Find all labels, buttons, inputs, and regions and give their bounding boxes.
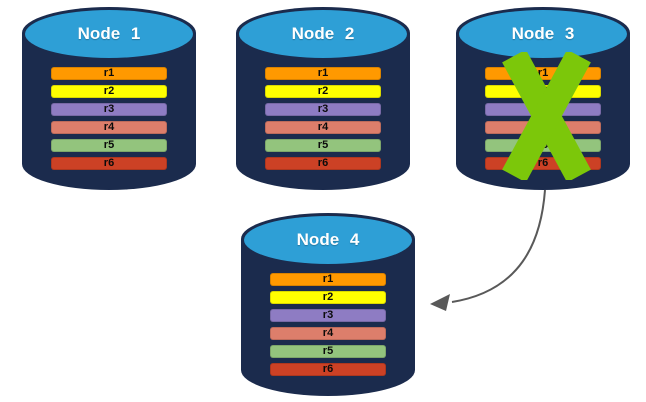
replica-row-r2: r2	[265, 85, 381, 98]
node-4: Node 4 r1 r2 r3 r4 r5 r6	[241, 213, 415, 396]
replica-row-r4: r4	[270, 327, 386, 340]
arrow-icon	[430, 189, 546, 311]
replica-row-r5: r5	[270, 345, 386, 358]
replica-row-r2: r2	[51, 85, 167, 98]
node-4-cylinder-top: Node 4	[244, 216, 412, 264]
node-2-title: Node 2	[291, 24, 355, 43]
node-3: Node 3 r1 r2 r3 r4 r5 r6	[456, 7, 630, 190]
replica-row-r1: r1	[270, 273, 386, 286]
replica-row-r6: r6	[265, 157, 381, 170]
node-1-title: Node 1	[77, 24, 141, 43]
node-1-cylinder-top: Node 1	[25, 10, 193, 58]
node-2-cylinder-top: Node 2	[239, 10, 407, 58]
node-2-rows: r1 r2 r3 r4 r5 r6	[265, 67, 381, 175]
node-2: Node 2 r1 r2 r3 r4 r5 r6	[236, 7, 410, 190]
replica-row-r5: r5	[265, 139, 381, 152]
x-mark-icon	[502, 52, 591, 180]
node-1-rows: r1 r2 r3 r4 r5 r6	[51, 67, 167, 175]
replica-row-r4: r4	[51, 121, 167, 134]
replica-row-r6: r6	[51, 157, 167, 170]
replica-row-r3: r3	[265, 103, 381, 116]
replica-row-r2: r2	[270, 291, 386, 304]
replica-row-r5: r5	[51, 139, 167, 152]
replica-row-r1: r1	[265, 67, 381, 80]
node-4-rows: r1 r2 r3 r4 r5 r6	[270, 273, 386, 381]
replica-row-r6: r6	[270, 363, 386, 376]
node-1: Node 1 r1 r2 r3 r4 r5 r6	[22, 7, 196, 190]
replica-row-r3: r3	[51, 103, 167, 116]
node-3-cylinder-top: Node 3	[459, 10, 627, 58]
node-3-title: Node 3	[511, 24, 575, 43]
replica-row-r3: r3	[270, 309, 386, 322]
replica-row-r1: r1	[51, 67, 167, 80]
replica-row-r4: r4	[265, 121, 381, 134]
node-4-title: Node 4	[296, 230, 360, 249]
